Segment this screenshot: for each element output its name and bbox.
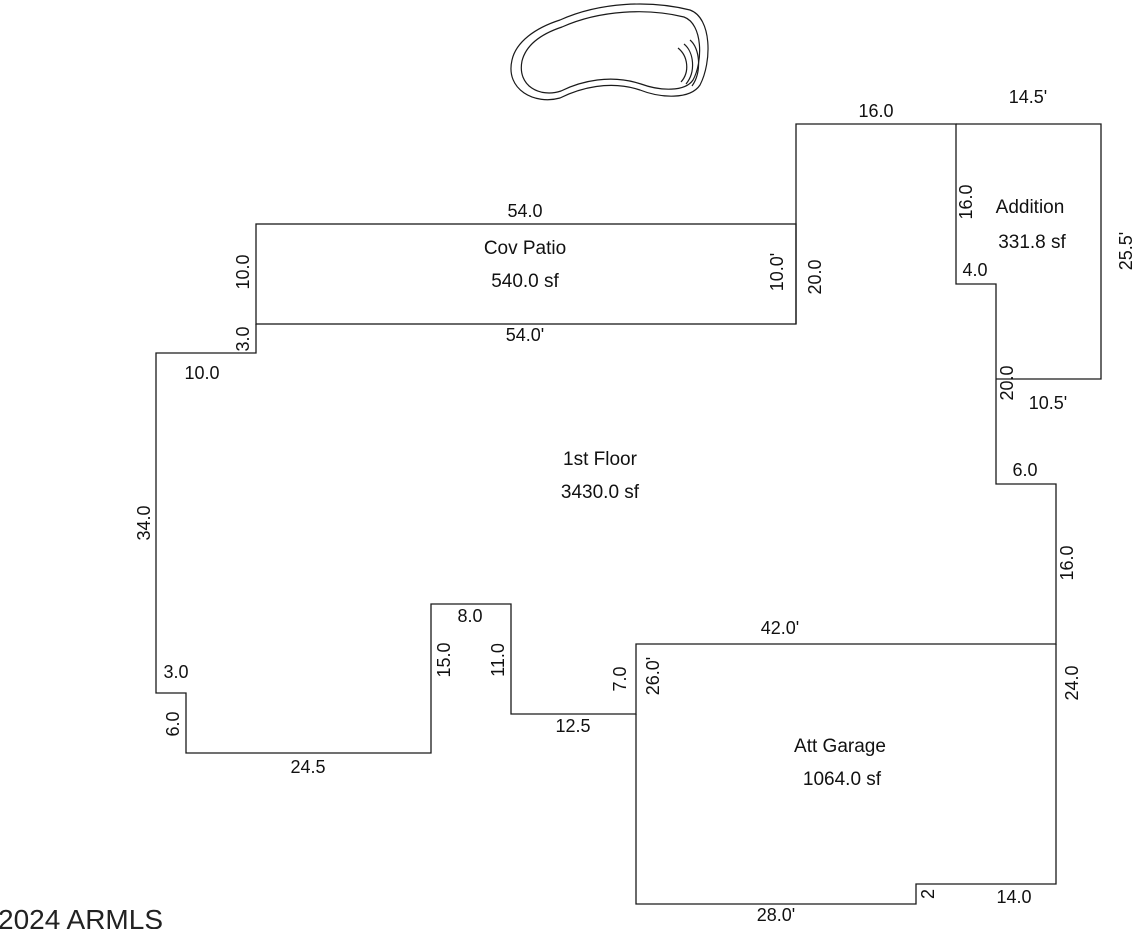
- dim-label: 2: [918, 889, 938, 899]
- dim-label: 16.0: [1057, 545, 1077, 580]
- dim-label: 15.0: [434, 642, 454, 677]
- addition-name: Addition: [996, 197, 1065, 218]
- dim-label: 24.5: [290, 757, 325, 777]
- dim-label: 4.0: [962, 260, 987, 280]
- dim-label: 8.0: [457, 606, 482, 626]
- first-floor-area: 3430.0 sf: [561, 482, 640, 503]
- addition-area: 331.8 sf: [998, 232, 1066, 253]
- dim-label: 12.5: [555, 716, 590, 736]
- dim-label: 54.0: [507, 201, 542, 221]
- dim-label: 24.0: [1062, 665, 1082, 700]
- plan-outlines: [155, 123, 1102, 905]
- dim-label: 20.0: [997, 365, 1017, 400]
- cov-patio-area: 540.0 sf: [491, 271, 559, 292]
- dim-label: 16.0: [858, 101, 893, 121]
- addition-outline: [956, 123, 1102, 380]
- dim-label: 10.0': [767, 253, 787, 291]
- dim-label: 3.0: [163, 662, 188, 682]
- cov-patio-name: Cov Patio: [484, 238, 566, 259]
- dim-label: 7.0: [610, 666, 630, 691]
- dim-label: 14.0: [996, 887, 1031, 907]
- dim-label: 6.0: [1012, 460, 1037, 480]
- pool-outline: [510, 3, 709, 101]
- dimension-labels-horizontal: 54.0 54.0' 16.0 14.5' 4.0 10.5' 6.0 10.0…: [163, 87, 1067, 925]
- dim-label: 11.0: [488, 643, 508, 677]
- dim-label: 28.0': [757, 905, 795, 925]
- dim-label: 10.5': [1029, 393, 1067, 413]
- dim-label: 20.0: [805, 259, 825, 294]
- dim-label: 25.5': [1116, 232, 1132, 270]
- garage-name: Att Garage: [794, 736, 886, 757]
- dim-label: 16.0: [956, 184, 976, 219]
- garage-outline: [635, 644, 1057, 905]
- first-floor-outline: [155, 123, 1057, 754]
- dim-label: 10.0: [184, 363, 219, 383]
- dim-label: 26.0': [643, 657, 663, 695]
- dim-label: 3.0: [233, 326, 253, 351]
- garage-area: 1064.0 sf: [803, 769, 882, 790]
- dim-label: 10.0: [233, 254, 253, 289]
- dim-label: 34.0: [134, 505, 154, 540]
- dim-label: 54.0': [506, 325, 544, 345]
- dim-label: 6.0: [163, 711, 183, 736]
- first-floor-name: 1st Floor: [563, 449, 638, 470]
- dim-label: 42.0': [761, 618, 799, 638]
- dim-label: 14.5': [1009, 87, 1047, 107]
- watermark: 2024 ARMLS: [0, 904, 163, 929]
- dimension-labels-vertical: 10.0 10.0' 20.0 3.0 16.0 25.5' 20.0 16.0…: [134, 184, 1132, 899]
- room-labels: Cov Patio 540.0 sf 1st Floor 3430.0 sf A…: [484, 197, 1067, 790]
